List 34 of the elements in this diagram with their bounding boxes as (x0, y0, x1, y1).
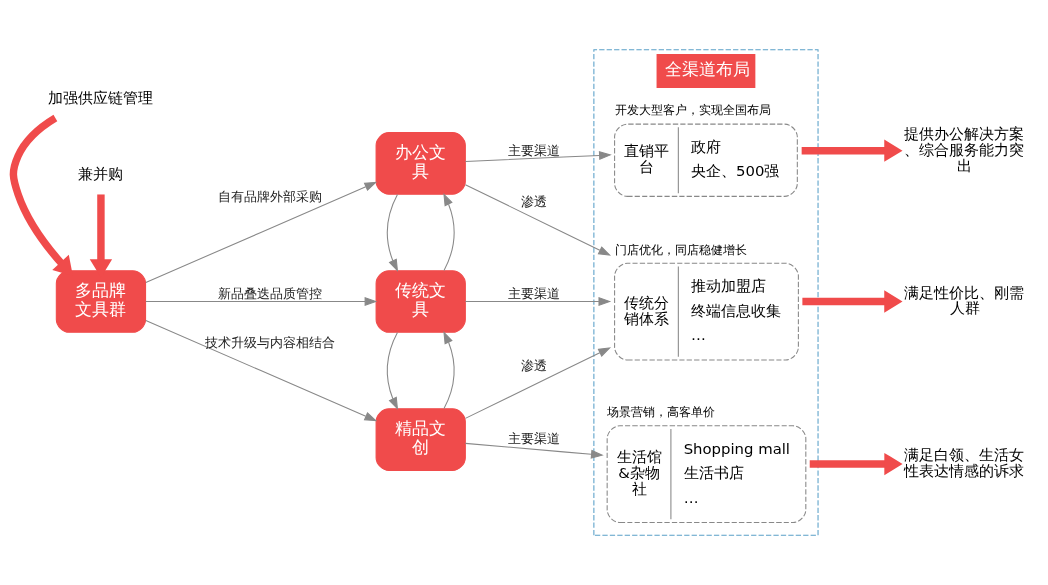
edge-label: 主要渠道 (507, 142, 560, 158)
arrow (443, 331, 455, 410)
node-label: 开发大型客户，实现全国布局 (614, 103, 771, 118)
edge-label: 渗透 (520, 358, 547, 374)
node-text: 加强供应链管理 (47, 88, 153, 107)
node-label: 门店优化，同店稳健增长 (614, 242, 747, 257)
node-box: 传统文具 (375, 270, 466, 333)
node-text: 满足性价比、刚需人群 (904, 283, 1025, 318)
edge-label: 自有品牌外部采购 (217, 189, 322, 205)
arrow (464, 347, 612, 419)
arrow (809, 452, 903, 476)
node-text: 提供办公解决方案、综合服务能力突出 (904, 124, 1025, 175)
arrow (464, 150, 612, 162)
edge-label: 主要渠道 (507, 431, 560, 447)
arrow (386, 193, 399, 272)
arrow (386, 331, 399, 411)
node-box: 多品牌文具群 (55, 270, 147, 333)
arrow (145, 320, 378, 422)
edge-label: 渗透 (520, 193, 547, 209)
arrow (145, 181, 378, 283)
edge-label: 主要渠道 (507, 285, 560, 301)
node-text: 满足白领、生活女性表达情感的诉求 (904, 446, 1025, 480)
edge-label: 新品叠迭品质管控 (217, 285, 322, 301)
arrow (9, 114, 73, 276)
arrow (145, 297, 378, 306)
arrow (464, 297, 612, 306)
arrow (443, 192, 455, 272)
arrow (464, 442, 604, 459)
arrow (464, 184, 612, 256)
edge-label: 技术升级与内容相结合 (205, 334, 336, 350)
node-label: 场景营销，高客单价 (607, 405, 716, 420)
node-text: 兼并购 (78, 165, 124, 184)
node-box: 办公文具 (375, 132, 466, 195)
node-box: 精品文创 (375, 408, 466, 471)
